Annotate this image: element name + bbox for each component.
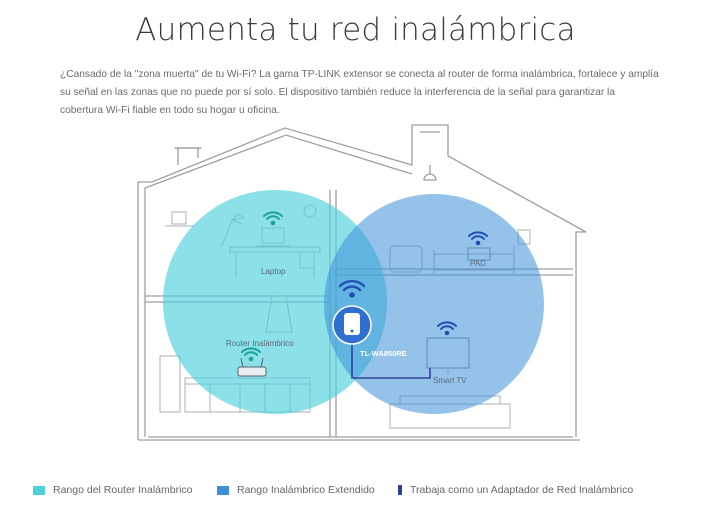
- legend-label: Rango Inalámbrico Extendido: [237, 484, 375, 496]
- legend-item-extended-range: Rango Inalámbrico Extendido: [217, 484, 375, 496]
- laptop-label: Laptop: [261, 267, 286, 276]
- wifi-icon: [338, 279, 366, 298]
- smart-tv-label: Smart TV: [433, 376, 467, 385]
- wifi-icons: [241, 211, 488, 362]
- legend: Rango del Router Inalámbrico Rango Inalá…: [0, 484, 711, 498]
- wifi-icon: [437, 321, 457, 336]
- extender-label: TL-WA850RE: [360, 349, 407, 358]
- router-label: Router Inalámbrico: [226, 339, 294, 348]
- legend-item-adapter: Trabaja como un Adaptador de Red Inalámb…: [398, 484, 633, 496]
- extender-device-icon: [332, 305, 372, 345]
- intro-paragraph: ¿Cansado de la "zona muerta" de tu Wi-Fi…: [60, 69, 659, 116]
- legend-label: Rango del Router Inalámbrico: [53, 484, 193, 496]
- wifi-icon: [263, 211, 283, 226]
- router-icon: [237, 357, 267, 377]
- wifi-icon: [468, 231, 488, 246]
- page-title: Aumenta tu red inalámbrica: [135, 12, 576, 48]
- pad-label: PAD: [470, 259, 486, 268]
- legend-item-router-range: Rango del Router Inalámbrico: [33, 484, 193, 496]
- router-range-circle: [163, 190, 387, 414]
- extended-range-circle: [324, 194, 544, 414]
- extended-range-swatch: [217, 485, 229, 495]
- adapter-cable: [351, 335, 431, 379]
- router-range-swatch: [33, 485, 45, 495]
- coverage-diagram: Laptop PAD Router Inalámbrico TL-WA850RE…: [137, 124, 587, 441]
- wifi-icon: [241, 347, 261, 362]
- adapter-swatch: [398, 485, 402, 495]
- legend-label: Trabaja como un Adaptador de Red Inalámb…: [410, 484, 634, 496]
